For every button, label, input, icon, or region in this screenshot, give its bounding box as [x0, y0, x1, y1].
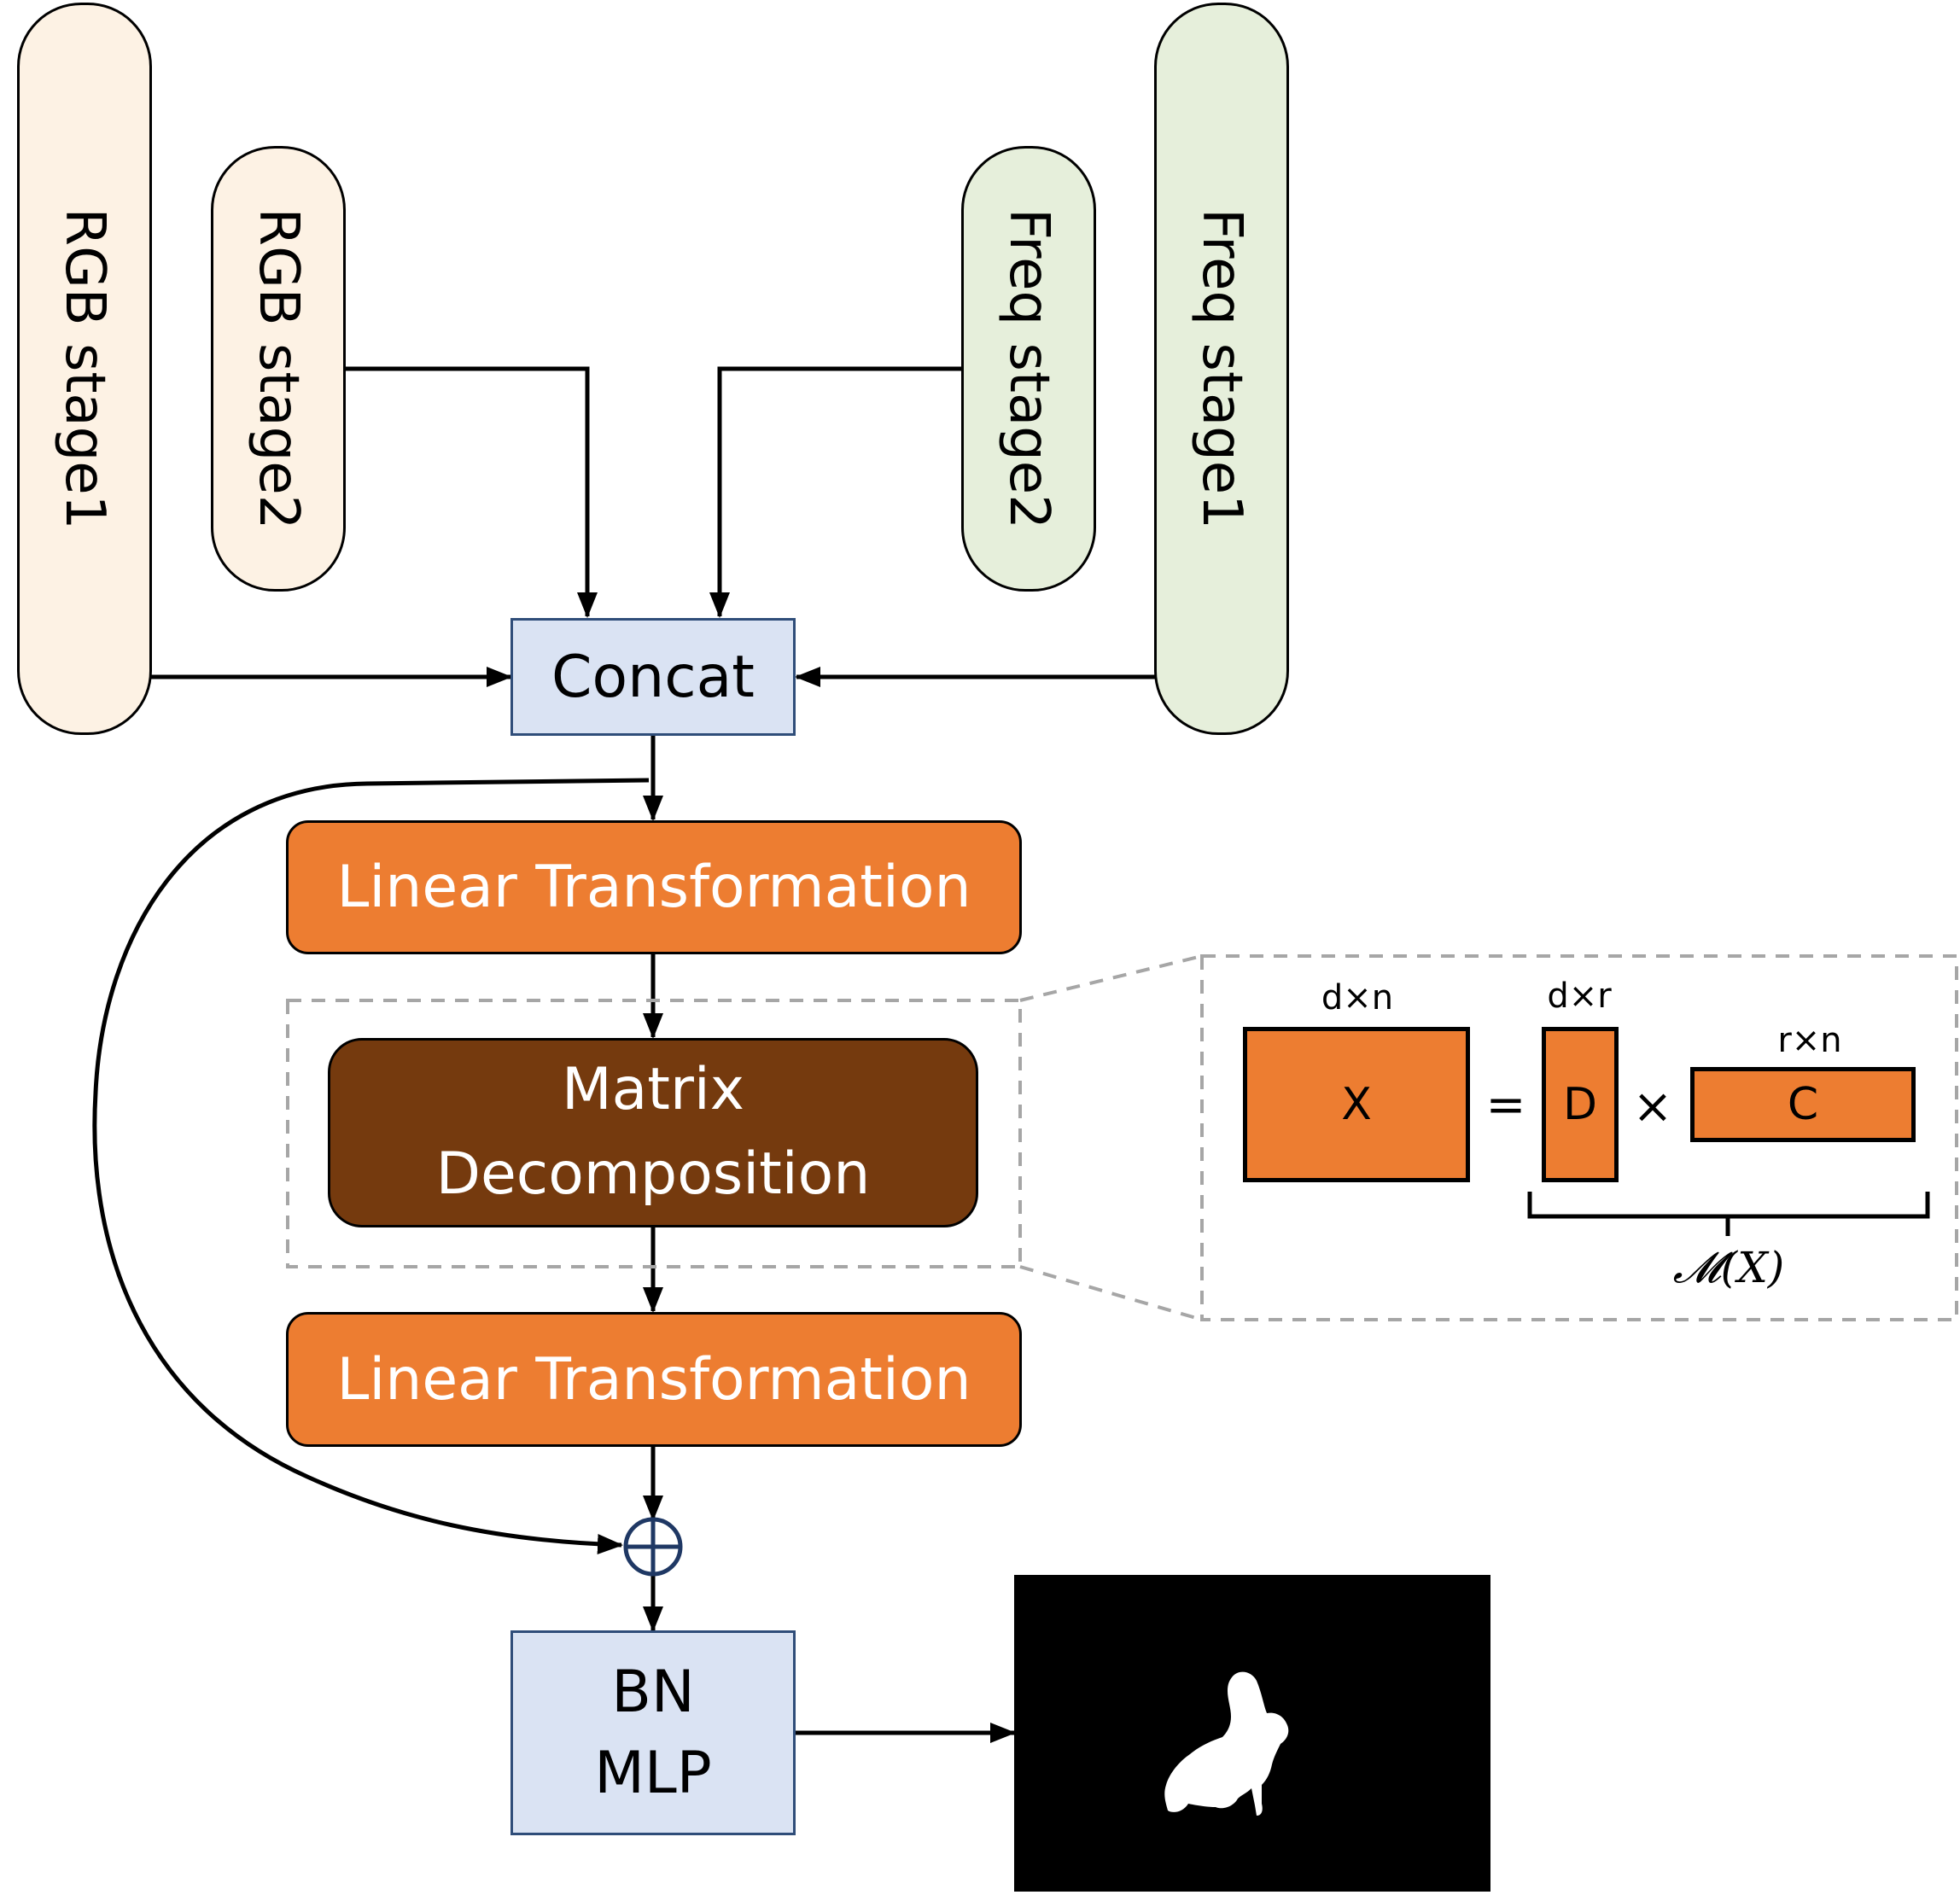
freq-stage1-block: Freq stage1 [1154, 3, 1289, 735]
matrix-x: X [1243, 1027, 1470, 1182]
rgb-stage2-block: RGB stage2 [211, 146, 346, 592]
d-dimension-label: d×r [1547, 977, 1612, 1016]
matrix-c: C [1690, 1067, 1916, 1142]
output-mask-image [1014, 1575, 1490, 1892]
matrix-decomposition-label-line1: Matrix [561, 1056, 745, 1124]
c-dimension-label: r×n [1777, 1021, 1842, 1060]
rgb-stage1-label: RGB stage1 [53, 207, 116, 530]
circled-plus-icon [623, 1517, 683, 1577]
freq-stage1-label: Freq stage1 [1190, 208, 1253, 529]
linear-transformation-label-2: Linear Transformation [336, 1345, 971, 1414]
skip-connection-arrow [92, 778, 650, 1555]
x-dimension-label: d×n [1321, 978, 1394, 1017]
decomposition-detail-panel [1200, 954, 1958, 1321]
arrow-rgb-stage2-to-concat [344, 366, 598, 618]
m-of-x-label: 𝓜(X) [1672, 1243, 1785, 1292]
zoom-line-bottom [1019, 1265, 1203, 1321]
rgb-stage1-block: RGB stage1 [17, 3, 152, 735]
decomposition-focus-region [286, 999, 1022, 1268]
zoom-line-top [1019, 954, 1203, 1002]
freq-stage2-label: Freq stage2 [997, 208, 1060, 529]
matrix-x-label: X [1341, 1079, 1372, 1130]
mlp-label: MLP [594, 1740, 712, 1807]
concat-label: Concat [551, 643, 755, 711]
rgb-stage2-label: RGB stage2 [247, 207, 310, 530]
linear-transformation-label-1: Linear Transformation [336, 854, 971, 921]
bn-label: BN [611, 1658, 695, 1726]
equals-sign: = [1485, 1077, 1526, 1133]
matrix-d-label: D [1562, 1079, 1598, 1130]
bn-mlp-block: BN MLP [510, 1630, 796, 1835]
concat-block: Concat [510, 618, 796, 736]
matrix-c-label: C [1787, 1079, 1819, 1130]
matrix-decomposition-block: Matrix Decomposition [328, 1038, 978, 1227]
freq-stage2-block: Freq stage2 [961, 146, 1096, 592]
matrix-d: D [1542, 1027, 1619, 1182]
times-sign: × [1632, 1079, 1673, 1134]
matrix-decomposition-label-line2: Decomposition [435, 1140, 871, 1208]
m-of-x-brace [1527, 1192, 1930, 1236]
arrow-freq-stage2-to-concat [709, 366, 962, 618]
rabbit-silhouette-mask [1164, 1671, 1289, 1816]
linear-transformation-block-2: Linear Transformation [286, 1312, 1022, 1447]
linear-transformation-block-1: Linear Transformation [286, 820, 1022, 954]
